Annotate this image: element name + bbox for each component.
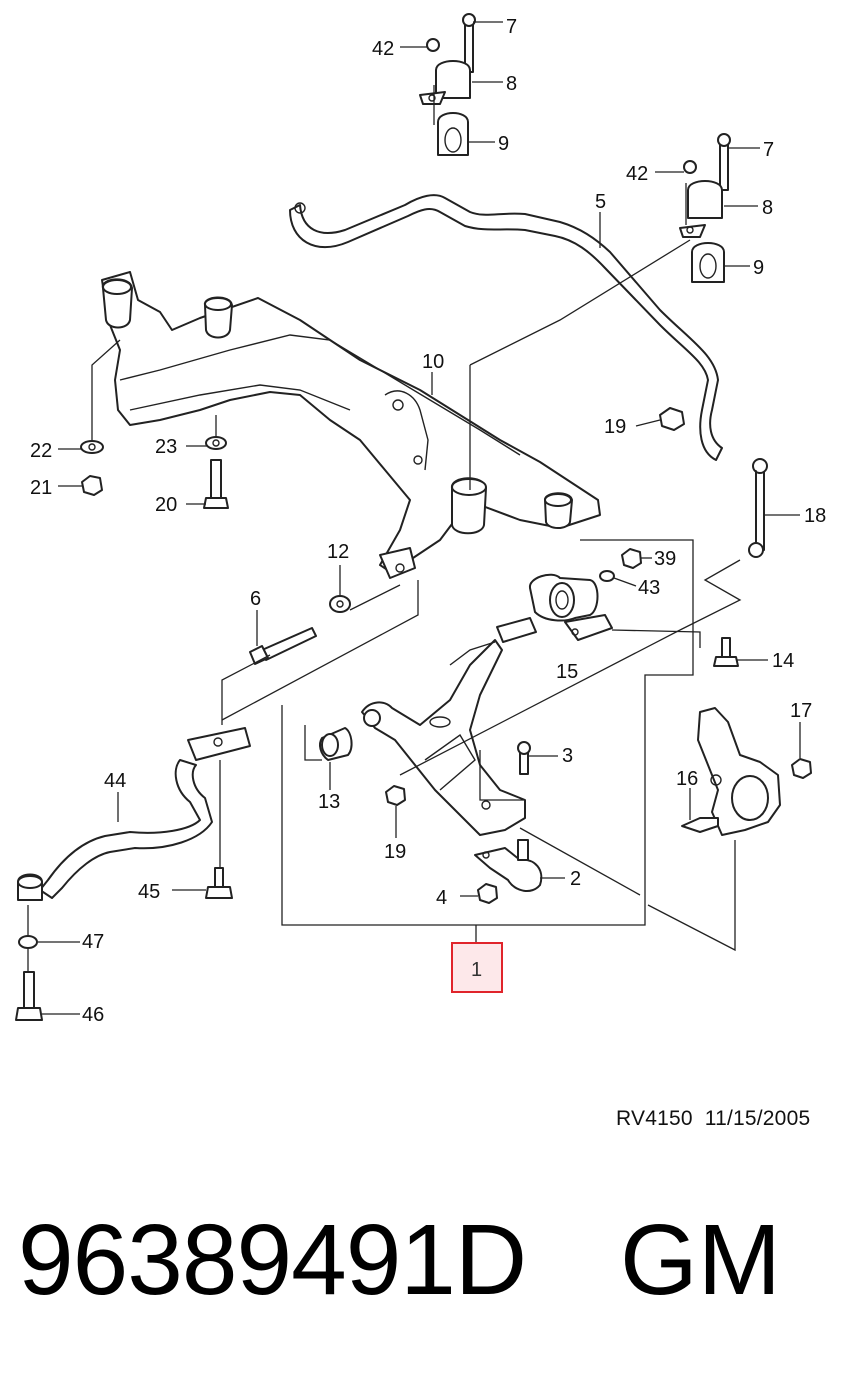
callout-42b: 42 [626, 163, 648, 185]
callout-46: 46 [82, 1004, 104, 1026]
stabilizer-bracket-upper [419, 13, 476, 156]
callout-20: 20 [155, 494, 177, 516]
callout-42a: 42 [372, 38, 394, 60]
callout-17: 17 [790, 700, 812, 722]
callout-45: 45 [138, 881, 160, 903]
callout-5: 5 [595, 191, 606, 213]
callout-2: 2 [570, 868, 581, 890]
stabilizer-bar [289, 194, 723, 461]
callout-8b: 8 [762, 197, 773, 219]
callout-9a: 9 [498, 133, 509, 155]
callout-44: 44 [104, 770, 126, 792]
callout-14: 14 [772, 650, 794, 672]
callout-43: 43 [638, 577, 660, 599]
brand-name: GM [620, 1204, 782, 1316]
stabilizer-link [748, 458, 768, 558]
callout-13: 13 [318, 791, 340, 813]
callout-23: 23 [155, 436, 177, 458]
stabilizer-bar-left [39, 727, 251, 899]
callout-19a: 19 [604, 416, 626, 438]
callout-3: 3 [562, 745, 573, 767]
lower-control-arm [361, 617, 537, 836]
callout-1: 1 [471, 959, 482, 981]
exploded-parts-diagram: 7 42 8 9 7 42 5 8 9 10 19 22 23 21 20 18… [15, 13, 826, 1026]
callout-15: 15 [556, 661, 578, 683]
callout-4: 4 [436, 887, 447, 909]
callout-8a: 8 [506, 73, 517, 95]
callout-16: 16 [676, 768, 698, 790]
callout-22: 22 [30, 440, 52, 462]
reference-code: RV4150 11/15/2005 [616, 1107, 811, 1130]
callout-7a: 7 [506, 16, 517, 38]
stabilizer-bracket-right [679, 133, 731, 283]
callout-6: 6 [250, 588, 261, 610]
fasteners [15, 407, 812, 1021]
ball-joint [474, 839, 543, 892]
callout-21: 21 [30, 477, 52, 499]
subframe-crossmember [101, 271, 601, 579]
callout-39: 39 [654, 548, 676, 570]
callout-12: 12 [327, 541, 349, 563]
callout-9b: 9 [753, 257, 764, 279]
leader-lines [27, 21, 801, 1015]
front-bushing [319, 727, 353, 761]
callout-19b: 19 [384, 841, 406, 863]
callout-47: 47 [82, 931, 104, 953]
part-number: 96389491D [18, 1204, 527, 1316]
highlight-box [451, 942, 503, 993]
callout-labels: 7 42 8 9 7 42 5 8 9 10 19 22 23 21 20 18… [30, 16, 826, 1026]
rear-bushing [528, 573, 613, 641]
callout-7b: 7 [763, 139, 774, 161]
steering-knuckle [697, 707, 781, 836]
callout-10: 10 [422, 351, 444, 373]
callout-18: 18 [804, 505, 826, 527]
